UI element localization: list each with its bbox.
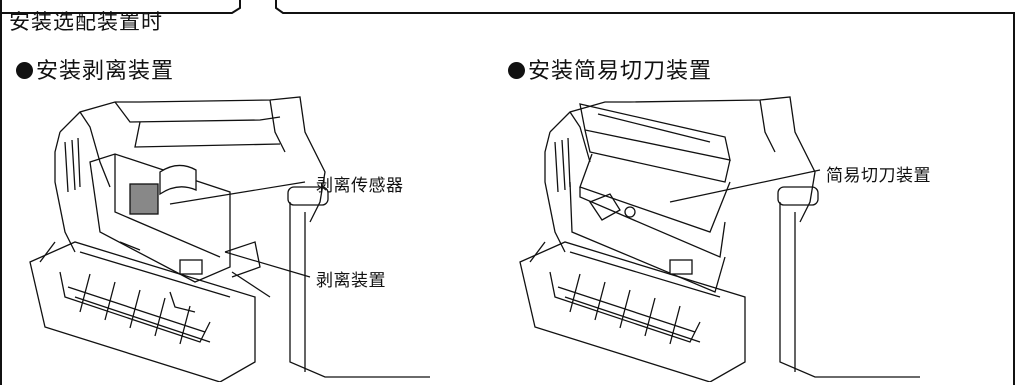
bullet-dot-icon (16, 62, 33, 79)
right-panel-title: 安装简易切刀装置 (508, 53, 712, 85)
printer-with-cutter-unit-illustration (519, 96, 920, 382)
left-panel-title-text: 安装剥离装置 (36, 59, 175, 84)
printer-with-peel-unit-illustration (29, 96, 430, 382)
right-panel-title-text: 安装简易切刀装置 (528, 59, 713, 84)
cutter-unit-label: 简易切刀装置 (826, 166, 931, 186)
bullet-dot-icon (508, 62, 525, 79)
page-heading: 安装选配装置时 (9, 10, 163, 34)
peel-unit-label: 剥离装置 (316, 271, 386, 291)
left-panel-title: 安装剥离装置 (16, 53, 174, 85)
peel-sensor-label: 剥离传感器 (316, 176, 404, 196)
